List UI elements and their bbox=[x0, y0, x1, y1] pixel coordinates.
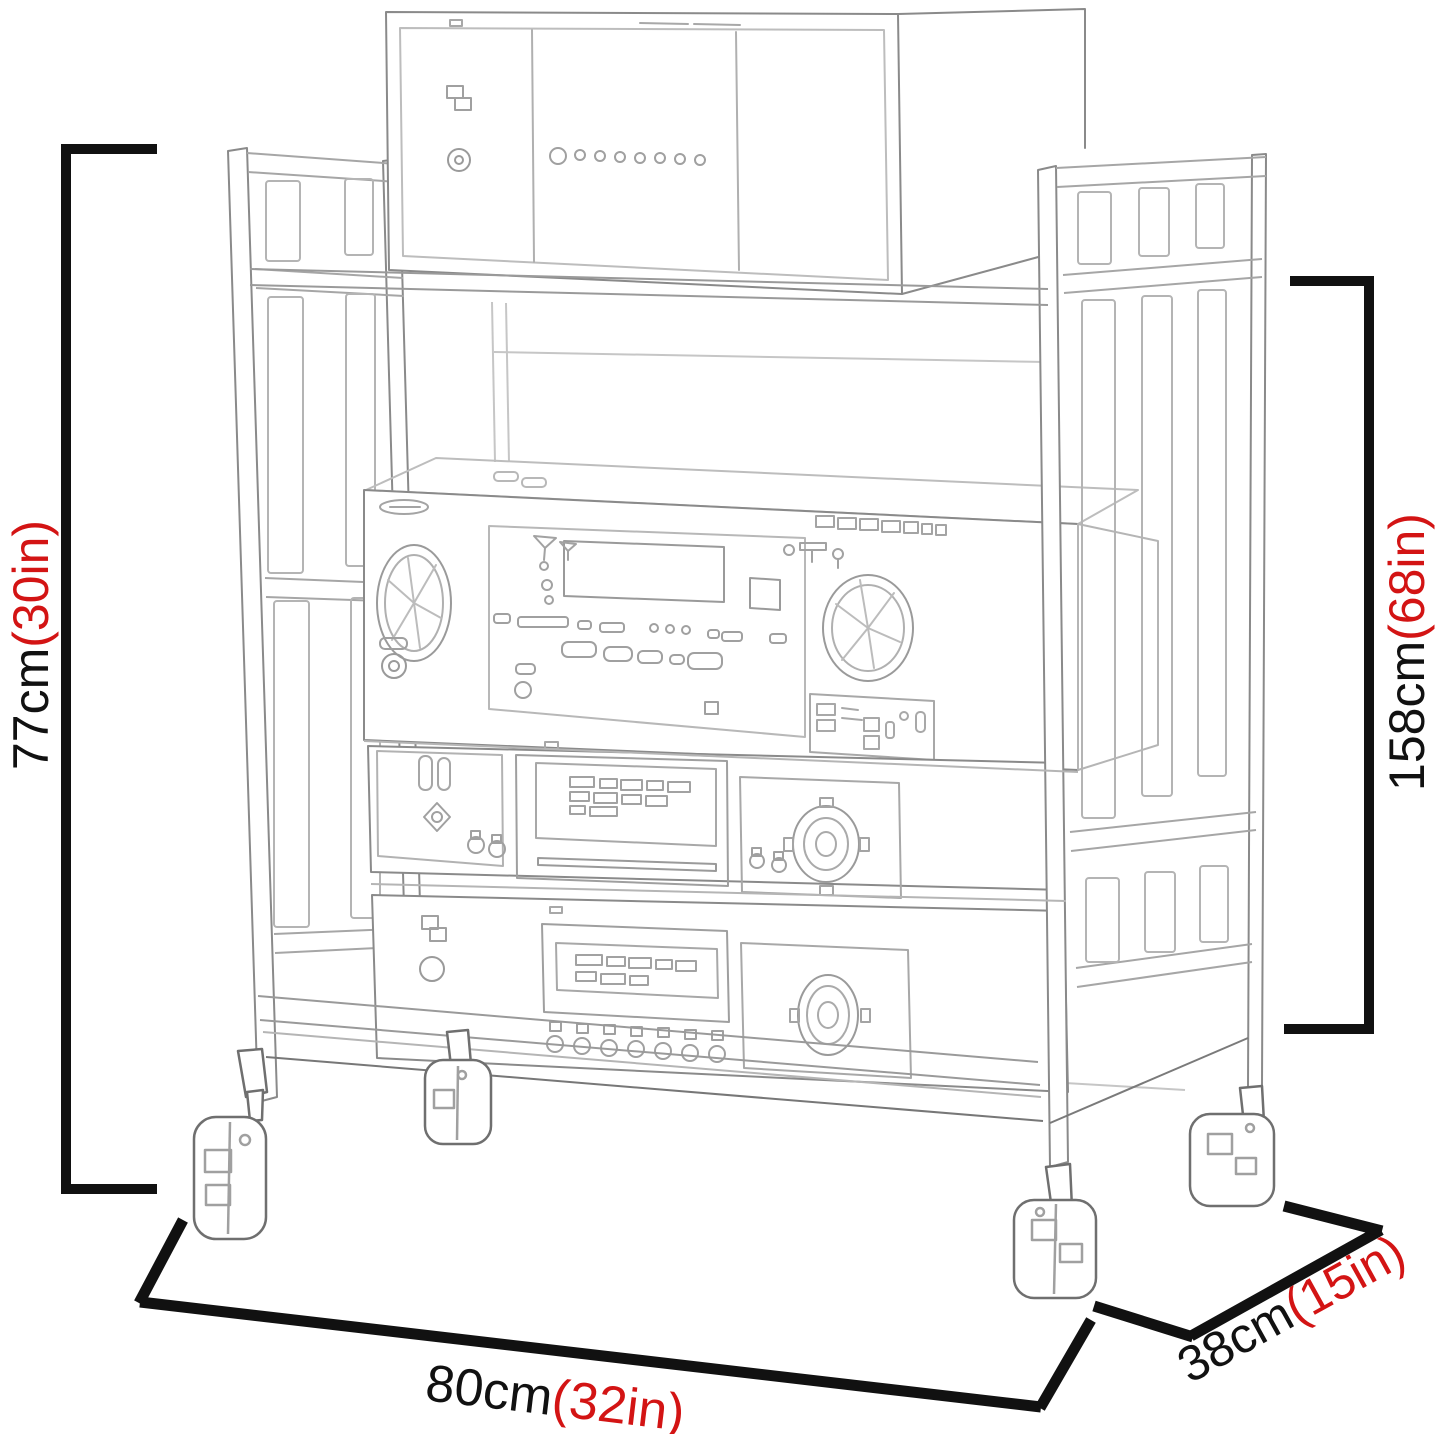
right-panel-slats bbox=[1077, 183, 1229, 963]
eject-button bbox=[423, 802, 451, 832]
caster-front-right bbox=[1012, 1162, 1098, 1300]
dimension-height-right: 158cm(68in) bbox=[1284, 276, 1435, 1034]
receiver-top-right-bar bbox=[815, 515, 947, 536]
receiver-square-button bbox=[749, 577, 781, 611]
amplifier-unit bbox=[385, 8, 1086, 295]
jog-dial bbox=[783, 797, 870, 896]
receiver-small-icons bbox=[533, 535, 844, 605]
imperial-value: (15in) bbox=[1275, 1223, 1414, 1334]
imperial-value: (30in) bbox=[3, 520, 59, 648]
metric-value: 80cm bbox=[423, 1354, 556, 1427]
metric-value: 77cm bbox=[3, 648, 59, 770]
rear-right-post bbox=[1247, 153, 1267, 1089]
receiver-unit bbox=[363, 457, 1159, 771]
caster-front-left bbox=[192, 1047, 269, 1241]
amplifier-indicator-row bbox=[549, 147, 706, 166]
imperial-value: (32in) bbox=[549, 1369, 688, 1434]
media-player-display bbox=[555, 942, 719, 999]
display-text-scribble bbox=[569, 776, 691, 817]
amplifier-power-knob bbox=[447, 148, 471, 172]
pioneer-logo-icon bbox=[379, 499, 429, 515]
caster-rear-right bbox=[1188, 1084, 1276, 1208]
dimension-width: 80cm(32in) bbox=[134, 1217, 1096, 1434]
imperial-value: (68in) bbox=[1379, 513, 1435, 641]
disc-tray-slot bbox=[537, 857, 717, 872]
front-left-post bbox=[227, 147, 278, 1103]
dimension-depth: 38cm(15in) bbox=[1092, 1200, 1414, 1394]
receiver-right-knob bbox=[822, 574, 914, 682]
receiver-power-button bbox=[381, 653, 407, 679]
media-player-unit bbox=[371, 894, 1069, 1093]
dimension-label-left: 77cm(30in) bbox=[3, 520, 59, 770]
receiver-left-knob bbox=[376, 544, 452, 662]
disc-player-unit bbox=[367, 741, 1065, 899]
caster-rear-left bbox=[423, 1028, 493, 1146]
receiver-button-row-a bbox=[493, 613, 787, 644]
amplifier-face bbox=[385, 11, 903, 295]
dimension-label-right: 158cm(68in) bbox=[1379, 513, 1435, 791]
receiver-face bbox=[363, 489, 1079, 771]
dimension-label-depth: 38cm(15in) bbox=[1168, 1223, 1414, 1393]
media-player-power-button bbox=[419, 956, 445, 982]
dimension-line-left bbox=[61, 144, 157, 1194]
right-side-panel bbox=[1037, 153, 1267, 1168]
disc-player-display bbox=[535, 762, 717, 847]
casters bbox=[192, 1028, 1276, 1300]
metric-value: 38cm bbox=[1168, 1285, 1302, 1393]
media-player-logo-icon bbox=[421, 915, 447, 942]
receiver-display bbox=[563, 540, 725, 603]
front-right-post bbox=[1037, 165, 1069, 1168]
display-text-scribble-2 bbox=[575, 954, 697, 986]
shelf-rails bbox=[249, 268, 1079, 1122]
metric-value: 158cm bbox=[1379, 641, 1435, 791]
dimension-height-left: 77cm(30in) bbox=[3, 144, 157, 1194]
receiver-button-row-b bbox=[561, 641, 723, 670]
dimension-line-right bbox=[1284, 276, 1374, 1034]
amplifier-logo-icon bbox=[446, 85, 472, 111]
